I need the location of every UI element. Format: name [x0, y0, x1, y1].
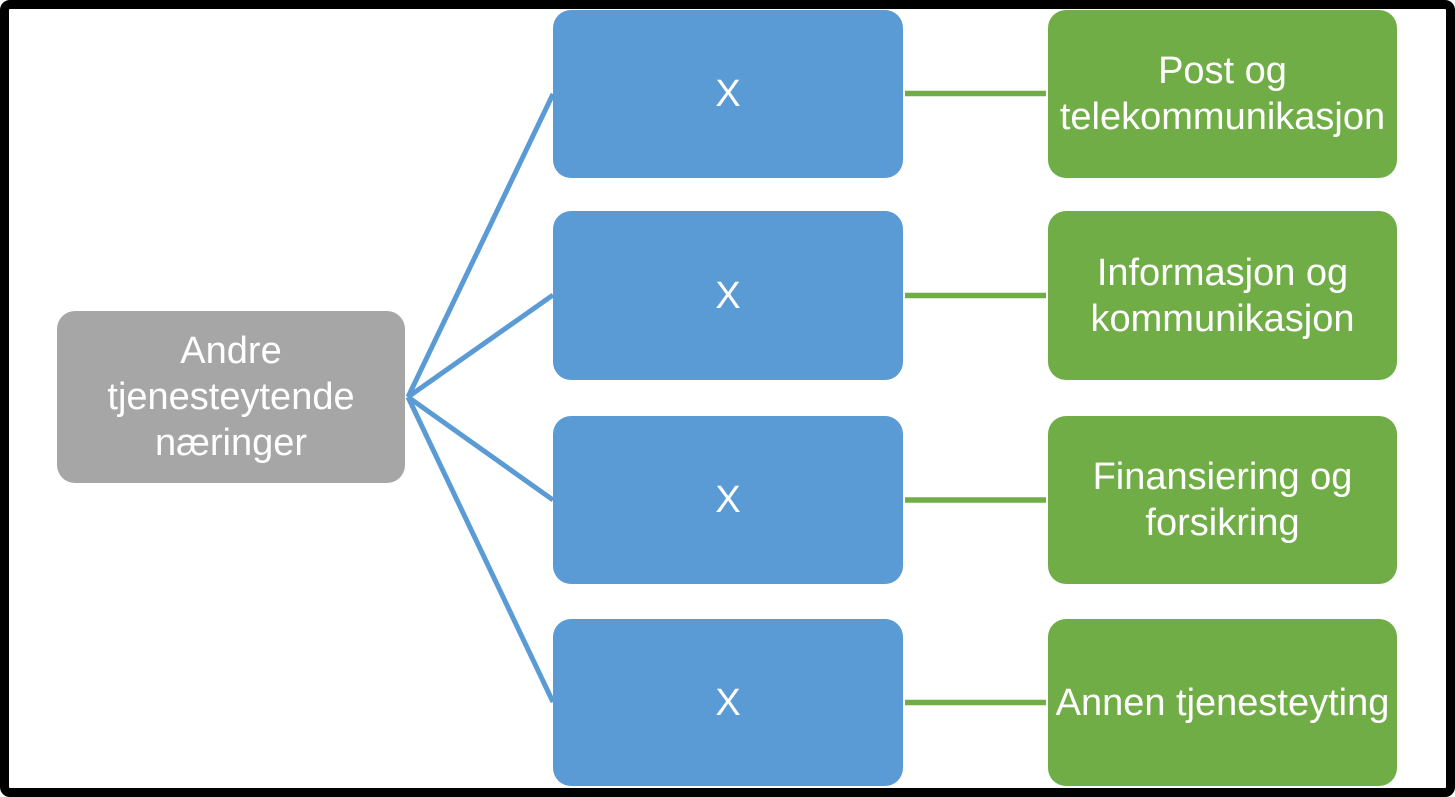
blue-connector-row-3	[406, 394, 555, 503]
mid-node-4: X	[553, 619, 903, 786]
mid-node-1: X	[553, 10, 903, 178]
mid-node-2-label: X	[715, 274, 741, 317]
leaf-node-2-label: Informasjon og kommunikasjon	[1090, 251, 1355, 340]
mid-node-1-label: X	[715, 73, 741, 115]
leaf-node-finansiering-og-forsikring: Finansiering og forsikring	[1048, 416, 1397, 584]
blue-connector-row-4	[405, 395, 556, 704]
root-node-label: Andre tjenesteytende næringer	[107, 330, 355, 464]
root-node-andre-tjenesteytende-naeringer: Andre tjenesteytende næringer	[57, 311, 405, 483]
mid-node-3: X	[553, 416, 903, 584]
leaf-node-1-label: Post og telekommunikasjon	[1059, 50, 1386, 138]
leaf-node-3-label: Finansiering og forsikring	[1092, 456, 1353, 544]
mid-node-3-label: X	[715, 479, 741, 521]
leaf-node-4-label: Annen tjenesteyting	[1055, 681, 1390, 724]
leaf-node-annen-tjenesteyting: Annen tjenesteyting	[1048, 619, 1397, 786]
mid-node-4-label: X	[715, 681, 741, 724]
blue-connector-row-1	[405, 92, 556, 399]
leaf-node-post-og-telekommunikasjon: Post og telekommunikasjon	[1048, 10, 1397, 178]
leaf-node-informasjon-og-kommunikasjon: Informasjon og kommunikasjon	[1048, 211, 1397, 380]
blue-connector-row-2	[406, 292, 555, 400]
mid-node-2: X	[553, 211, 903, 380]
